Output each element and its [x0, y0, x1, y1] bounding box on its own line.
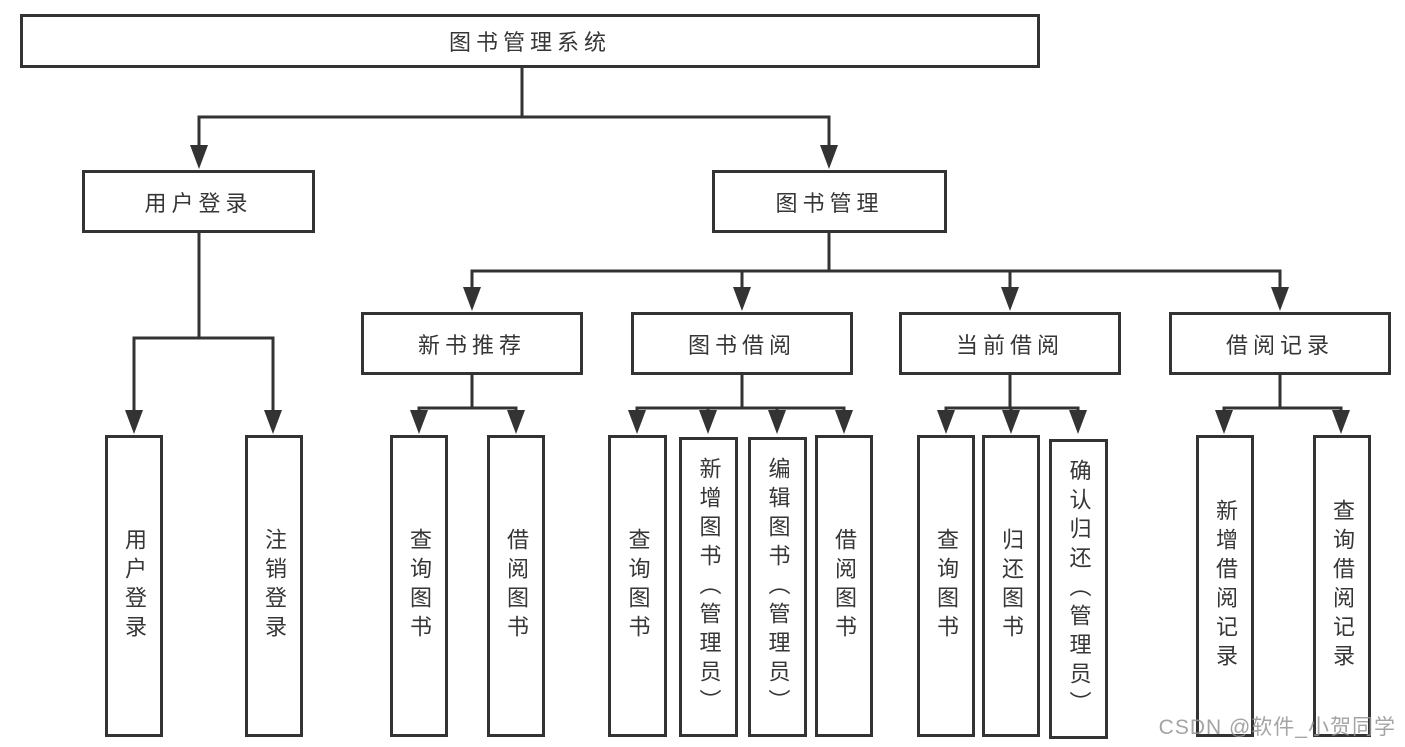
node-book-borrow-label: 图书借阅: [687, 332, 796, 358]
node-leaf-user-login: 用户登录: [105, 435, 163, 737]
node-leaf-query-book-2: 查询图书: [608, 435, 667, 737]
node-root: 图书管理系统: [20, 14, 1040, 68]
arrowhead-icon: [1215, 410, 1233, 434]
node-leaf-add-record: 新增借阅记录: [1196, 435, 1254, 737]
arrowhead-icon: [125, 410, 143, 434]
node-leaf-add-book: 新增图书（管理员）: [679, 437, 738, 737]
node-leaf-return-book: 归还图书: [982, 435, 1040, 737]
node-leaf-edit-book-label: 编辑图书（管理员）: [765, 456, 791, 718]
arrowhead-icon: [410, 410, 428, 434]
arrowhead-icon: [1271, 287, 1289, 311]
node-leaf-add-record-label: 新增借阅记录: [1213, 499, 1238, 673]
arrowhead-icon: [768, 410, 786, 434]
node-borrow-records-label: 借阅记录: [1225, 332, 1334, 358]
node-borrow-records: 借阅记录: [1169, 312, 1391, 375]
arrowhead-icon: [733, 287, 751, 311]
node-current-borrow: 当前借阅: [899, 312, 1121, 375]
node-leaf-edit-book: 编辑图书（管理员）: [748, 437, 807, 737]
book-mgmt-connectors: [463, 233, 1289, 311]
node-current-borrow-label: 当前借阅: [955, 332, 1064, 358]
node-user-login-label: 用户登录: [144, 190, 253, 216]
node-leaf-confirm-return-label: 确认归还（管理员）: [1066, 458, 1092, 720]
arrowhead-icon: [1002, 410, 1020, 434]
current-borrow-connectors: [937, 375, 1087, 434]
node-user-login: 用户登录: [82, 170, 315, 233]
node-leaf-borrow-book-1-label: 借阅图书: [504, 528, 529, 644]
node-leaf-query-record-label: 查询借阅记录: [1330, 499, 1355, 673]
node-leaf-user-login-label: 用户登录: [122, 528, 147, 644]
arrowhead-icon: [507, 410, 525, 434]
node-leaf-query-record: 查询借阅记录: [1313, 435, 1371, 737]
arrowhead-icon: [264, 410, 282, 434]
book-borrow-connectors: [628, 375, 853, 434]
arrowhead-icon: [835, 410, 853, 434]
user-login-connectors: [125, 233, 282, 434]
node-leaf-logout: 注销登录: [245, 435, 303, 737]
node-leaf-query-book-1: 查询图书: [390, 435, 448, 737]
node-book-mgmt: 图书管理: [712, 170, 947, 233]
arrowhead-icon: [1069, 410, 1087, 434]
node-leaf-logout-label: 注销登录: [262, 528, 287, 644]
node-leaf-confirm-return: 确认归还（管理员）: [1049, 439, 1108, 739]
node-leaf-query-book-3-label: 查询图书: [934, 528, 959, 644]
node-book-borrow: 图书借阅: [631, 312, 853, 375]
node-leaf-query-book-2-label: 查询图书: [625, 528, 651, 644]
node-leaf-query-book-3: 查询图书: [917, 435, 975, 737]
borrow-records-connectors: [1215, 375, 1350, 434]
csdn-watermark: CSDN @软件_小贺同学: [1158, 716, 1396, 739]
node-leaf-borrow-book-1: 借阅图书: [487, 435, 545, 737]
arrowhead-icon: [1001, 287, 1019, 311]
arrowhead-icon: [190, 145, 208, 169]
node-leaf-borrow-book-2: 借阅图书: [815, 435, 873, 737]
arrowhead-icon: [628, 410, 646, 434]
node-leaf-query-book-1-label: 查询图书: [407, 528, 432, 644]
node-new-book-rec-label: 新书推荐: [417, 332, 526, 358]
node-root-label: 图书管理系统: [448, 30, 611, 55]
root-connectors: [190, 68, 838, 169]
arrowhead-icon: [820, 145, 838, 169]
node-leaf-add-book-label: 新增图书（管理员）: [696, 456, 722, 718]
arrowhead-icon: [1332, 410, 1350, 434]
arrowhead-icon: [463, 287, 481, 311]
node-new-book-rec: 新书推荐: [361, 312, 583, 375]
node-leaf-borrow-book-2-label: 借阅图书: [832, 528, 857, 644]
node-book-mgmt-label: 图书管理: [775, 190, 884, 216]
node-leaf-return-book-label: 归还图书: [999, 528, 1024, 644]
new-book-rec-connectors: [410, 375, 525, 434]
arrowhead-icon: [699, 410, 717, 434]
arrowhead-icon: [937, 410, 955, 434]
